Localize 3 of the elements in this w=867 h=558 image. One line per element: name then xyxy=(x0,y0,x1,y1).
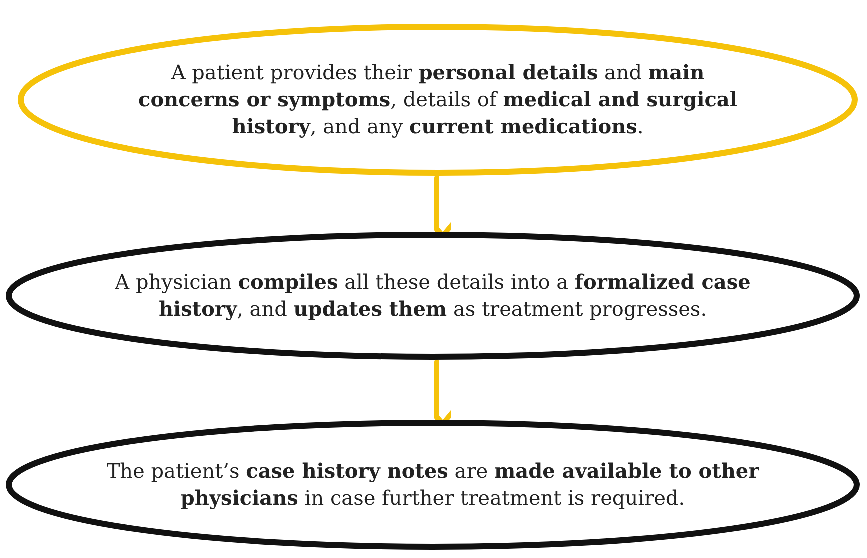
step-text: A patient provides their personal details and main concerns or symptoms, details of medical and surgical history, and any current medications. xyxy=(138,60,738,140)
step-text: A physician compiles all these details into a formalized case history, and updates them as treatment progresses. xyxy=(114,269,752,323)
step-text: The patient’s case history notes are made available to other physicians in case further treatment is required. xyxy=(106,458,760,512)
